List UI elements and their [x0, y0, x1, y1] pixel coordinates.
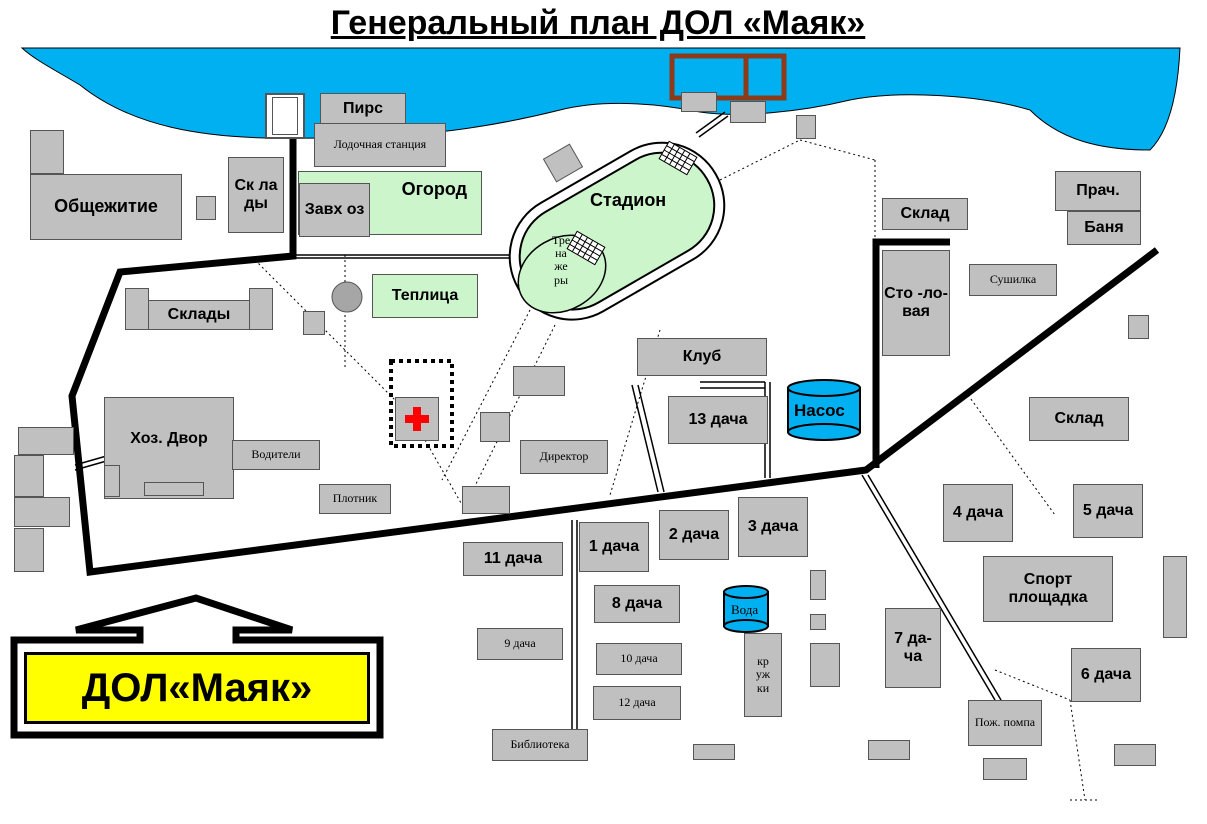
camp-logo: ДОЛ«Маяк» [24, 652, 370, 724]
dacha-5[interactable]: 5 дача [1073, 484, 1143, 538]
director[interactable]: Директор [520, 440, 608, 474]
medical-zone [389, 359, 454, 448]
warehouses[interactable]: Склады [148, 300, 250, 330]
red-cross-icon [405, 407, 429, 431]
boat-station[interactable]: Лодочная станция [314, 123, 446, 167]
water-tank [723, 585, 769, 633]
small-building [144, 482, 204, 496]
small-building [1128, 315, 1149, 339]
lake [20, 47, 1181, 151]
main-road [68, 138, 1160, 576]
dacha-3[interactable]: 3 дача [738, 497, 808, 557]
pump-tank [787, 379, 861, 441]
small-building [480, 412, 510, 442]
carpenter[interactable]: Плотник [319, 484, 391, 514]
pier-dock [669, 53, 787, 101]
sports-ground[interactable]: Спорт площадка [983, 556, 1113, 622]
small-building [730, 101, 766, 123]
road-canteen [872, 238, 950, 468]
dacha-8[interactable]: 8 дача [594, 585, 680, 623]
small-building [14, 497, 70, 527]
pier-building[interactable]: Пирс [320, 93, 406, 125]
small-building [868, 740, 910, 760]
small-building [30, 130, 64, 174]
small-building [810, 643, 840, 687]
stadium [508, 141, 726, 321]
bath[interactable]: Баня [1067, 211, 1141, 245]
small-building [810, 614, 826, 630]
small-building [462, 486, 510, 514]
dacha-4[interactable]: 4 дача [943, 484, 1013, 542]
small-building [14, 455, 44, 497]
dacha-9[interactable]: 9 дача [477, 628, 563, 660]
dacha-13[interactable]: 13 дача [668, 396, 768, 444]
dormitory[interactable]: Общежитие [30, 174, 182, 240]
warehouse-top[interactable]: Склад [882, 198, 968, 230]
small-building [693, 744, 735, 760]
map-title: Генеральный план ДОЛ «Маяк» [330, 4, 866, 42]
canteen[interactable]: Сто -ло- вая [882, 250, 950, 356]
warehouses-vertical[interactable]: Ск ла ды [228, 157, 284, 233]
club[interactable]: Клуб [637, 338, 767, 376]
pump-label[interactable]: Насос [794, 401, 845, 420]
small-building [18, 427, 74, 455]
laundry[interactable]: Прач. [1055, 171, 1141, 211]
small-building [513, 366, 565, 396]
small-building [14, 528, 44, 572]
dacha-1[interactable]: 1 дача [579, 522, 649, 572]
dacha-6[interactable]: 6 дача [1071, 648, 1141, 702]
small-building [303, 311, 325, 335]
medical-building[interactable] [395, 397, 439, 441]
small-building [681, 92, 717, 112]
dacha-11[interactable]: 11 дача [463, 542, 563, 576]
round-structure [331, 281, 363, 313]
goal-net-top [658, 140, 698, 176]
dryer[interactable]: Сушилка [969, 264, 1057, 296]
small-building [1163, 556, 1187, 638]
small-building [796, 115, 816, 139]
small-building [1114, 744, 1156, 766]
dacha-10[interactable]: 10 дача [596, 643, 682, 675]
small-building [810, 570, 826, 600]
small-building [983, 758, 1027, 780]
stadium-label[interactable]: Стадион [590, 190, 667, 210]
drivers[interactable]: Водители [232, 440, 320, 470]
gym-label[interactable]: Тре на же ры [552, 233, 571, 287]
supply-office[interactable]: Завх оз [299, 183, 370, 237]
small-building [249, 288, 273, 330]
small-building [104, 465, 120, 497]
fire-pump[interactable]: Пож. помпа [968, 700, 1042, 746]
clubs[interactable]: кр уж ки [744, 633, 782, 717]
dacha-2[interactable]: 2 дача [659, 510, 729, 560]
pier-hut [265, 93, 305, 139]
small-building [125, 288, 149, 330]
dacha-7[interactable]: 7 да- ча [885, 608, 941, 688]
library[interactable]: Библиотека [492, 729, 588, 761]
water-label[interactable]: Вода [731, 602, 759, 617]
warehouse-right[interactable]: Склад [1029, 397, 1129, 441]
goal-net-bottom [566, 230, 606, 266]
dacha-12[interactable]: 12 дача [593, 686, 681, 720]
greenhouse[interactable]: Теплица [372, 274, 478, 318]
small-building [196, 196, 216, 220]
